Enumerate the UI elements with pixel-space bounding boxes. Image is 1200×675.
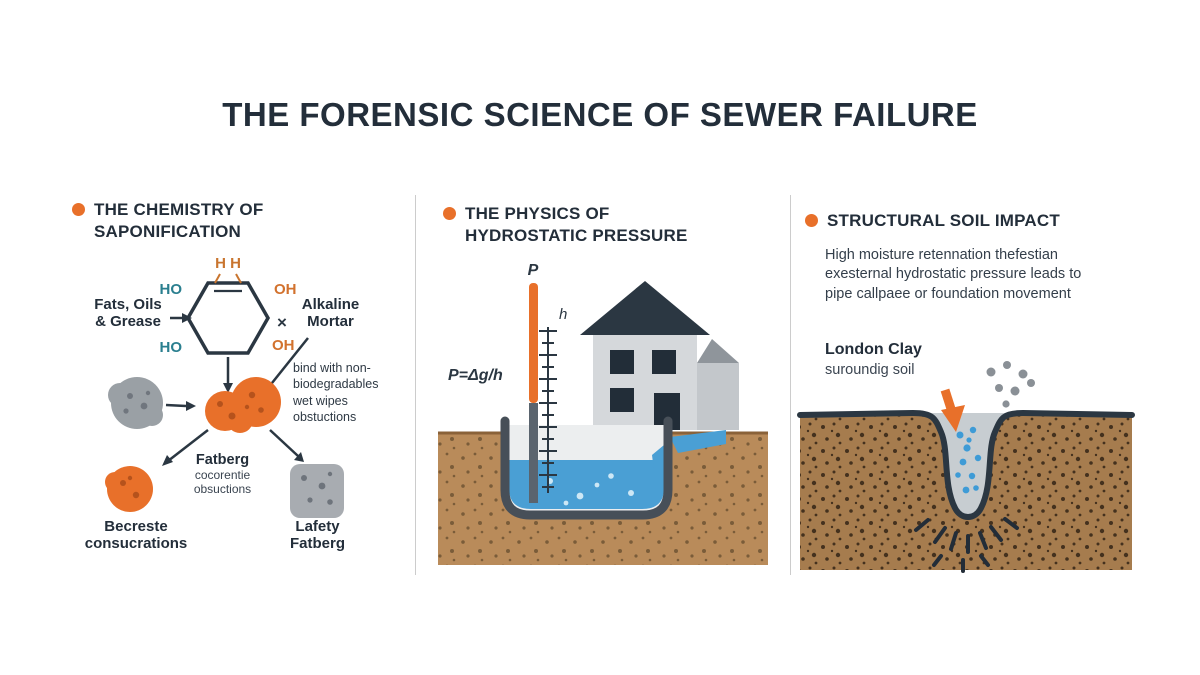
hydrostatic-diagram: P h P=Δg/h [438,262,768,565]
hh-label: H H [215,255,241,272]
height-h-label: h [559,306,567,323]
bullet-dot [72,203,85,216]
soil-paragraph: High moisture retennation thefestian exe… [825,247,1082,302]
benzene-ring [185,273,271,355]
soil-heading-text: STRUCTURAL SOIL IMPACT [827,211,1060,230]
concrete-block [290,464,344,518]
fats-oils-label: Fats, Oils & Grease [94,296,162,330]
seepage-water-dots [955,426,982,494]
fatberg-sub-label: cocorentie obsuctions [193,468,252,496]
divider-left [415,195,416,575]
physics-heading-text: THE PHYSICS OF HYDROSTATIC PRESSURE [465,204,688,245]
chemistry-heading-text: THE CHEMISTRY OF SAPONIFICATION [94,200,264,241]
oh-bottom-label: OH [272,337,295,354]
chemistry-diagram: H H HO OH HO OH × [105,255,344,518]
bullet-dot [805,214,818,227]
alkaline-mortar-label: Alkaline Mortar [301,296,360,330]
page-title: THE FORENSIC SCIENCE OF SEWER FAILURE [222,96,978,133]
becreste-label: Becreste consucrations [84,518,188,552]
divider-right [790,195,791,575]
ho-bottom-label: HO [160,339,183,356]
pressure-p-label: P [528,262,539,279]
pressure-formula: P=Δg/h [448,367,503,384]
water-inflow [652,430,726,471]
fatberg-blob-small [105,466,153,512]
lafety-fatberg-label: Lafety Fatberg [289,518,345,552]
physics-heading: THE PHYSICS OF HYDROSTATIC PRESSURE [443,203,688,247]
times-symbol: × [277,313,287,332]
ho-top-label: HO [160,281,183,298]
bind-nonbiodegradables-label: bind with non- biodegradables wet wipes … [293,361,379,424]
ruler-scale [539,327,557,493]
sinkhole-interior [913,413,1023,517]
fatberg-label-block: Fatberg cocorentie obsuctions [170,452,275,496]
soil-heading: STRUCTURAL SOIL IMPACT [805,210,1060,232]
ground-surface-line [797,409,1135,520]
house [580,281,739,430]
bullet-dot [443,207,456,220]
soil-impact-diagram [797,361,1135,573]
reaction-arrows [162,313,309,466]
fatberg-blobs-orange [205,377,281,433]
oh-top-label: OH [274,281,297,298]
london-clay-sub-label: suroundig soil [825,362,915,378]
london-clay-label: London Clay [825,341,922,358]
pressure-arrow-icon [940,388,965,432]
pit-outline [500,416,673,520]
debris-dots [986,361,1035,408]
chemistry-heading: THE CHEMISTRY OF SAPONIFICATION [72,199,263,243]
pipe-cracks [914,517,1019,573]
manometer-tube [529,283,538,503]
grease-blob-gray [108,377,163,429]
fatberg-label: Fatberg [195,452,250,468]
